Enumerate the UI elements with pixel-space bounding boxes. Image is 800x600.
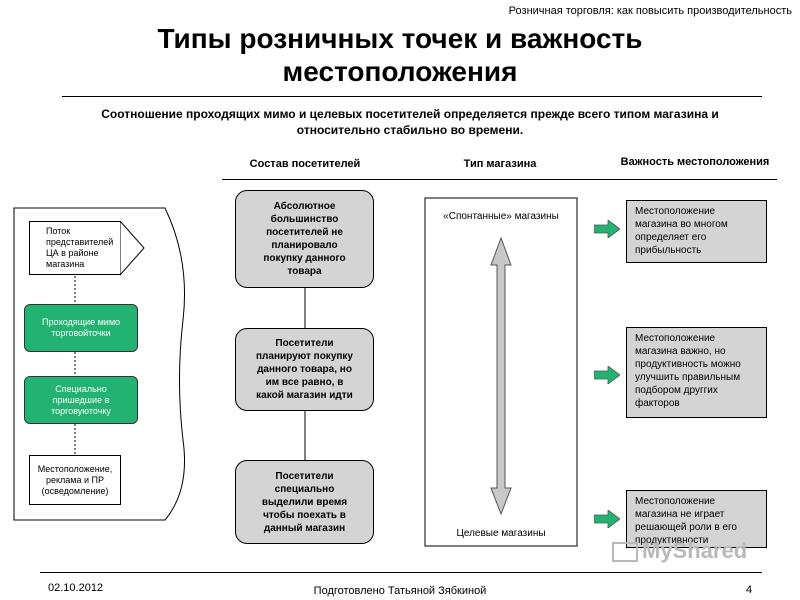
header-caption: Розничная торговля: как повысить произво… [508, 5, 792, 17]
double-arrow [490, 236, 512, 516]
title-line-1: Типы розничных точек и важность [157, 23, 643, 54]
visitor-box-dedicated: Посетители специально выделили время что… [235, 460, 374, 544]
watermark-text: MyShared [642, 538, 748, 563]
flow-box-pointer [120, 221, 145, 276]
green-arrow-icon [594, 510, 620, 528]
flow-box: Поток представителей ЦА в районе магазин… [29, 221, 121, 275]
store-type-spontaneous: «Спонтанные» магазины [443, 211, 559, 222]
footer-date: 02.10.2012 [48, 582, 104, 594]
page-number: 4 [746, 584, 753, 596]
importance-box-high: Местоположение магазина во многом опреде… [626, 200, 767, 263]
store-type-frame [424, 197, 578, 547]
visitor-box-planned: Посетители планируют покупку данного тов… [235, 328, 374, 411]
subtitle-line-1: Соотношение проходящих мимо и целевых по… [101, 107, 719, 121]
column-heading-rule [222, 179, 777, 180]
funnel-outline [13, 207, 186, 521]
column-heading-visitors: Состав посетителей [249, 158, 361, 170]
importance-box-low: Местоположение магазина не играет решающ… [626, 490, 767, 548]
visitor-box-unplanned: Абсолютное большинство посетителей не пл… [235, 190, 374, 288]
footer-author: Подготовлено Татьяной Зябкиной [313, 585, 487, 597]
subtitle-line-2: относительно стабильно во времени. [296, 123, 524, 137]
special-visitors-box: Специально пришедшие в торговуюточку [24, 376, 138, 424]
column-heading-location-importance: Важность местоположения [620, 156, 770, 168]
passing-visitors-box: Проходящие мимо торговойточки [24, 304, 138, 352]
location-ads-box: Местоположение, реклама и ПР (осведомлен… [29, 455, 121, 505]
title-line-2: местоположения [282, 56, 518, 87]
column-heading-store-type: Тип магазина [463, 158, 537, 170]
presentation-icon [612, 542, 638, 563]
subtitle: Соотношение проходящих мимо и целевых по… [40, 106, 780, 138]
page-title: Типы розничных точек и важность местопол… [0, 22, 800, 88]
green-arrow-icon [594, 366, 620, 384]
title-rule [62, 96, 762, 97]
watermark: MyShared [612, 538, 747, 564]
importance-box-medium: Местоположение магазина важно, но продук… [626, 327, 767, 418]
footer-rule [40, 572, 762, 573]
store-type-destination: Целевые магазины [456, 528, 546, 539]
green-arrow-icon [594, 220, 620, 238]
